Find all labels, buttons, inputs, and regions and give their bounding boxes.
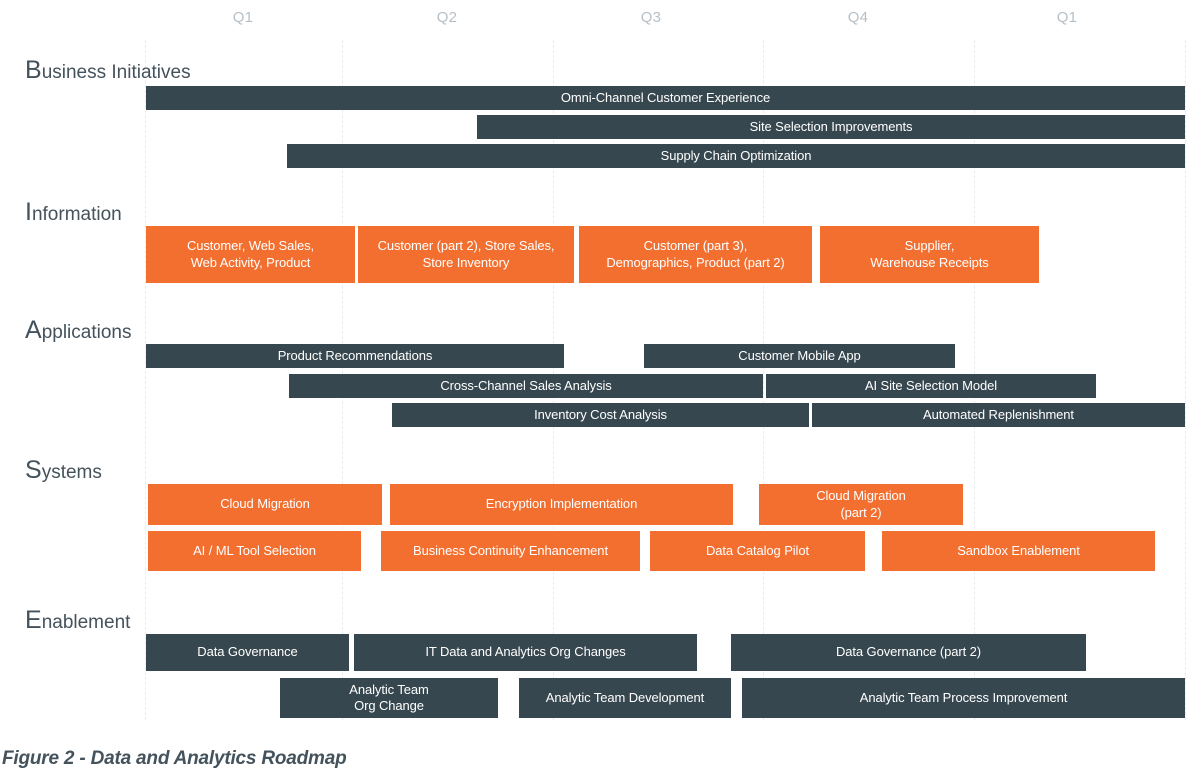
gridline-3 (763, 40, 764, 720)
roadmap-bar[interactable]: Customer Mobile App (644, 344, 955, 368)
roadmap-bar-label: Data Governance (part 2) (835, 644, 981, 660)
roadmap-bar-label: Data Catalog Pilot (706, 542, 809, 558)
section-label-text: nablement (41, 612, 131, 633)
roadmap-bar[interactable]: IT Data and Analytics Org Changes (354, 634, 697, 671)
roadmap-bar-label: Supplier, Warehouse Receipts (870, 238, 989, 270)
roadmap-bar[interactable]: Automated Replenishment (812, 403, 1185, 427)
quarter-label-5: Q1 (1056, 9, 1078, 26)
section-label-text: usiness Initiatives (41, 62, 191, 83)
gridline-0 (145, 40, 146, 720)
roadmap-bar-label: Omni-Channel Customer Experience (560, 89, 771, 105)
section-label-systems: Systems (25, 458, 102, 483)
roadmap-bar[interactable]: Cloud Migration (part 2) (759, 484, 963, 525)
roadmap-bar[interactable]: Cross-Channel Sales Analysis (289, 374, 763, 398)
roadmap-bar-label: Data Governance (197, 644, 298, 660)
section-label-text: pplications (41, 322, 132, 343)
section-label-initial: B (25, 56, 42, 84)
section-label-initial: A (25, 316, 42, 344)
roadmap-bar[interactable]: AI / ML Tool Selection (148, 531, 361, 571)
roadmap-bar-label: Analytic Team Process Improvement (859, 689, 1068, 705)
roadmap-bar[interactable]: Cloud Migration (148, 484, 382, 525)
quarter-label-3: Q3 (640, 9, 662, 26)
roadmap-bar-label: Product Recommendations (277, 347, 433, 363)
section-label-business-initiatives: Business Initiatives (25, 58, 191, 83)
roadmap-bar[interactable]: Analytic Team Process Improvement (742, 678, 1185, 718)
roadmap-bar-label: Site Selection Improvements (749, 118, 913, 134)
roadmap-bar[interactable]: Customer, Web Sales, Web Activity, Produ… (146, 226, 355, 283)
roadmap-bar-label: Cloud Migration (part 2) (816, 488, 906, 520)
section-label-enablement: Enablement (25, 608, 130, 633)
section-label-initial: I (25, 198, 32, 226)
roadmap-bar-label: Business Continuity Enhancement (413, 542, 608, 558)
roadmap-bar-label: AI / ML Tool Selection (193, 542, 316, 558)
roadmap-bar-label: Cross-Channel Sales Analysis (440, 377, 612, 393)
roadmap-bar[interactable]: Customer (part 2), Store Sales, Store In… (358, 226, 574, 283)
section-label-applications: Applications (25, 318, 131, 343)
figure-caption: Figure 2 - Data and Analytics Roadmap (2, 748, 347, 769)
section-label-information: Information (25, 200, 122, 225)
roadmap-bar[interactable]: Supply Chain Optimization (287, 144, 1185, 168)
roadmap-bar-label: Inventory Cost Analysis (534, 406, 667, 422)
gridline-5 (1185, 40, 1186, 720)
roadmap-bar[interactable]: Data Governance (146, 634, 349, 671)
roadmap-bar-label: Customer, Web Sales, Web Activity, Produ… (186, 238, 315, 270)
section-label-text: ystems (41, 462, 102, 483)
roadmap-bar-label: IT Data and Analytics Org Changes (425, 644, 626, 660)
roadmap-bar[interactable]: Analytic Team Org Change (280, 678, 498, 718)
roadmap-bar-label: Customer (part 2), Store Sales, Store In… (377, 238, 555, 270)
roadmap-bar[interactable]: Supplier, Warehouse Receipts (820, 226, 1039, 283)
section-label-initial: E (25, 606, 42, 634)
section-label-text: nformation (31, 204, 122, 225)
quarter-label-4: Q4 (847, 9, 869, 26)
roadmap-bar-label: Analytic Team Org Change (349, 681, 429, 713)
roadmap-bar-label: Cloud Migration (220, 496, 310, 512)
quarter-label-1: Q1 (232, 9, 254, 26)
roadmap-bar-label: Encryption Implementation (485, 496, 638, 512)
roadmap-bar-label: Sandbox Enablement (957, 542, 1080, 558)
roadmap-bar-label: Customer (part 3), Demographics, Product… (606, 238, 785, 270)
roadmap-bar[interactable]: AI Site Selection Model (766, 374, 1096, 398)
roadmap-bar[interactable]: Product Recommendations (146, 344, 564, 368)
roadmap-bar-label: AI Site Selection Model (864, 377, 998, 393)
roadmap-bar[interactable]: Data Governance (part 2) (731, 634, 1086, 671)
roadmap-bar[interactable]: Data Catalog Pilot (650, 531, 865, 571)
roadmap-bar[interactable]: Business Continuity Enhancement (381, 531, 640, 571)
quarter-label-2: Q2 (436, 9, 458, 26)
roadmap-bar[interactable]: Analytic Team Development (519, 678, 731, 718)
roadmap-bar[interactable]: Customer (part 3), Demographics, Product… (579, 226, 812, 283)
section-label-initial: S (25, 456, 42, 484)
roadmap-bar[interactable]: Sandbox Enablement (882, 531, 1155, 571)
roadmap-bar-label: Automated Replenishment (923, 406, 1074, 422)
roadmap-bar[interactable]: Encryption Implementation (390, 484, 733, 525)
roadmap-bar-label: Analytic Team Development (545, 689, 705, 705)
roadmap-bar[interactable]: Site Selection Improvements (477, 115, 1185, 139)
roadmap-bar-label: Customer Mobile App (738, 347, 861, 363)
roadmap-bar-label: Supply Chain Optimization (660, 147, 812, 163)
roadmap-bar[interactable]: Inventory Cost Analysis (392, 403, 809, 427)
roadmap-bar[interactable]: Omni-Channel Customer Experience (146, 86, 1185, 110)
quarter-axis: Q1 Q2 Q3 Q4 Q1 (0, 0, 1200, 40)
